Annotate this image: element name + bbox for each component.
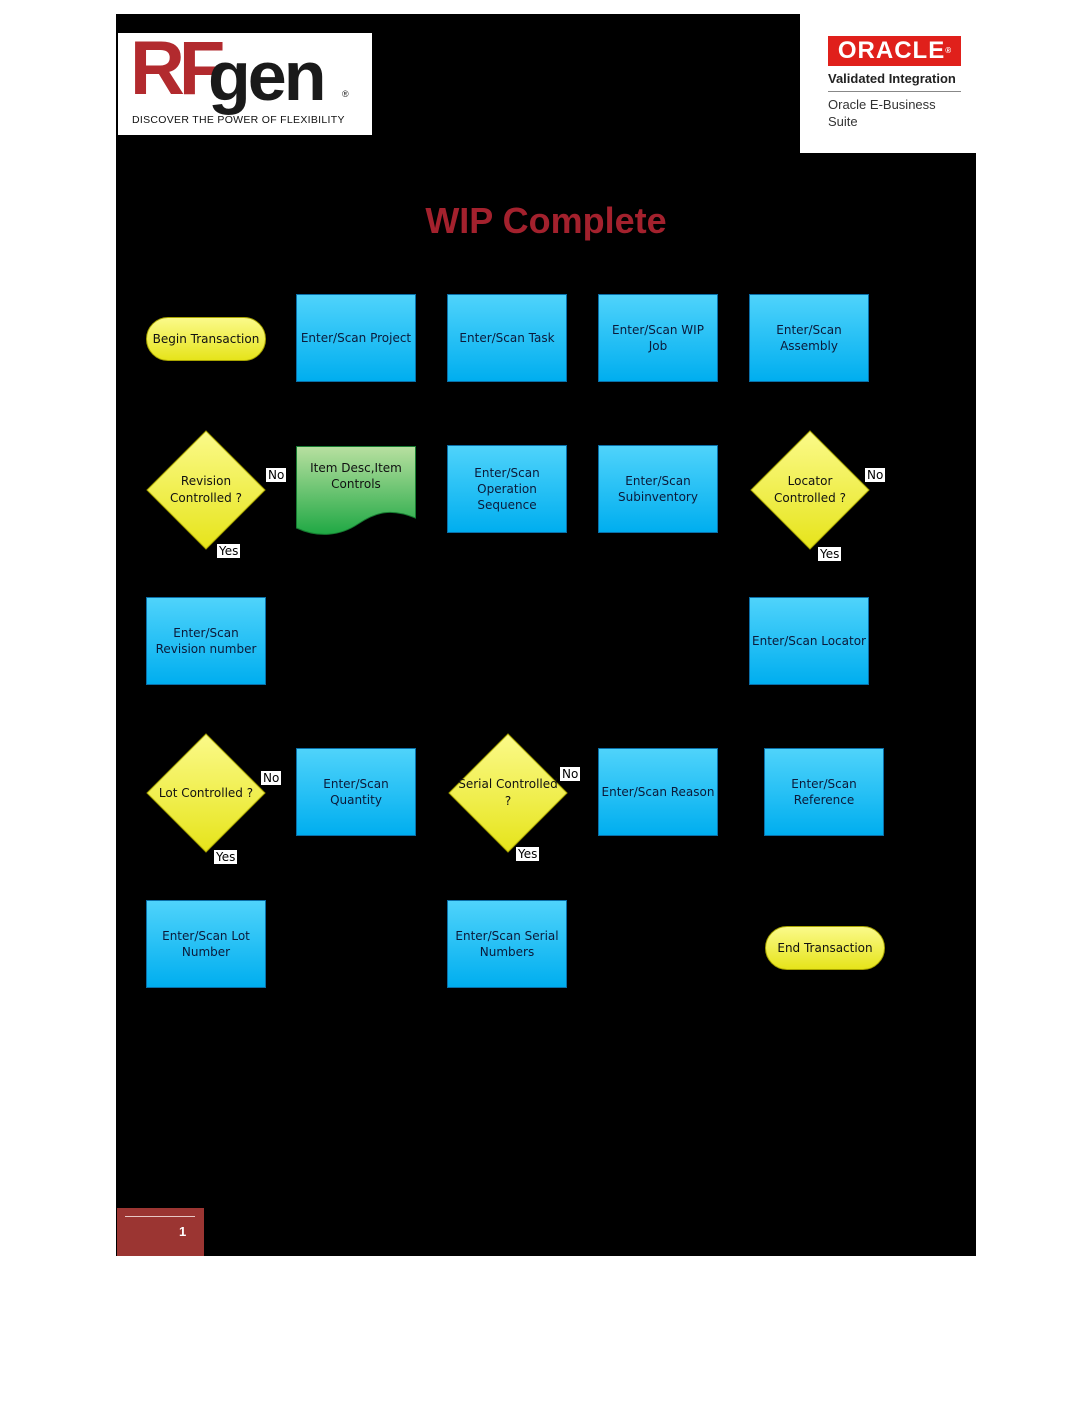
locator-yes-label: Yes bbox=[817, 546, 843, 562]
enter-operation-sequence-step: Enter/Scan Operation Sequence bbox=[447, 445, 567, 533]
enter-reference-step: Enter/Scan Reference bbox=[764, 748, 884, 836]
enter-reason-step: Enter/Scan Reason bbox=[598, 748, 718, 836]
footer-rule bbox=[125, 1216, 195, 1217]
item-desc-label: Item Desc,Item Controls bbox=[310, 461, 402, 491]
oracle-validated-text: Validated Integration bbox=[828, 71, 956, 86]
page-title: WIP Complete bbox=[425, 200, 667, 241]
revision-controlled-decision: Revision Controlled ? bbox=[146, 430, 266, 550]
enter-assembly-step: Enter/Scan Assembly bbox=[749, 294, 869, 382]
rfgen-logo-registered: ® bbox=[342, 89, 349, 99]
end-transaction-terminator: End Transaction bbox=[765, 926, 885, 970]
enter-locator-step: Enter/Scan Locator bbox=[749, 597, 869, 685]
rfgen-tagline: DISCOVER THE POWER OF FLEXIBILITY bbox=[132, 114, 345, 126]
item-desc-document: Item Desc,Item Controls bbox=[296, 446, 416, 538]
locator-controlled-decision: Locator Controlled ? bbox=[750, 430, 870, 550]
lot-no-label: No bbox=[260, 770, 283, 786]
locator-controlled-label: Locator Controlled ? bbox=[774, 474, 846, 505]
revision-no-label: No bbox=[265, 467, 288, 483]
enter-serial-numbers-step: Enter/Scan Serial Numbers bbox=[447, 900, 567, 988]
revision-yes-label: Yes bbox=[216, 543, 242, 559]
serial-yes-label: Yes bbox=[515, 846, 541, 862]
enter-task-step: Enter/Scan Task bbox=[447, 294, 567, 382]
begin-transaction-terminator: Begin Transaction bbox=[146, 317, 266, 361]
rfgen-logo-gen: gen bbox=[208, 37, 326, 115]
enter-revision-number-step: Enter/Scan Revision number bbox=[146, 597, 266, 685]
revision-controlled-label: Revision Controlled ? bbox=[170, 474, 242, 505]
serial-controlled-label: Serial Controlled ? bbox=[458, 777, 558, 808]
page-number-tab: 1 bbox=[117, 1208, 204, 1256]
serial-no-label: No bbox=[559, 766, 582, 782]
oracle-divider bbox=[828, 91, 961, 92]
rfgen-logo: RF gen ® DISCOVER THE POWER OF FLEXIBILI… bbox=[118, 26, 372, 135]
oracle-logo: ORACLE® bbox=[828, 36, 961, 66]
oracle-badge: ORACLE® Validated Integration Oracle E-B… bbox=[800, 0, 976, 153]
enter-subinventory-step: Enter/Scan Subinventory bbox=[598, 445, 718, 533]
page-number: 1 bbox=[179, 1224, 187, 1239]
lot-controlled-label: Lot Controlled ? bbox=[158, 785, 254, 800]
enter-quantity-step: Enter/Scan Quantity bbox=[296, 748, 416, 836]
enter-lot-number-step: Enter/Scan Lot Number bbox=[146, 900, 266, 988]
enter-wip-job-step: Enter/Scan WIP Job bbox=[598, 294, 718, 382]
oracle-suite-text: Oracle E-Business Suite bbox=[828, 97, 936, 129]
lot-controlled-decision: Lot Controlled ? bbox=[146, 733, 266, 853]
lot-yes-label: Yes bbox=[213, 849, 239, 865]
rfgen-logo-rf: RF bbox=[130, 26, 225, 111]
enter-project-step: Enter/Scan Project bbox=[296, 294, 416, 382]
serial-controlled-decision: Serial Controlled ? bbox=[448, 733, 568, 853]
locator-no-label: No bbox=[864, 467, 887, 483]
